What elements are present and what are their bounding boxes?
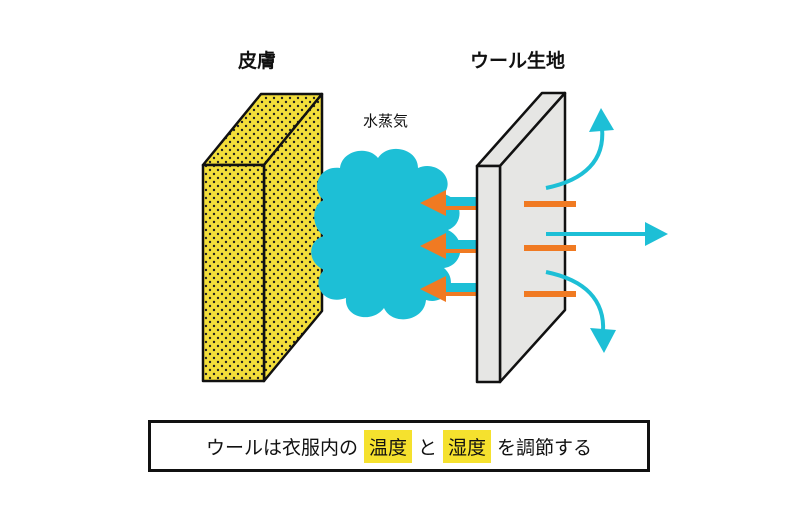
wool-panel-front: [475, 164, 502, 384]
outflow-arrows: [545, 108, 668, 353]
caption-text-3: を調節する: [497, 436, 593, 459]
skin-label: 皮膚: [238, 50, 277, 72]
caption-highlight-humidity: 湿度: [443, 429, 492, 463]
caption-highlight-temperature: 温度: [363, 429, 412, 463]
moisture-arrow: [420, 233, 478, 259]
caption-text-2: と: [417, 436, 437, 459]
caption-box: ウールは衣服内の 温度 と 湿度 を調節する: [148, 420, 650, 472]
water-vapor-label: 水蒸気: [363, 112, 409, 130]
heat-bar: [524, 201, 576, 207]
heat-bar: [524, 291, 576, 297]
moisture-arrows: [420, 190, 478, 302]
wool-fabric-label: ウール生地: [470, 50, 566, 72]
outflow-arrow-up: [545, 127, 605, 190]
skin-block: [201, 92, 324, 383]
heat-bars: [524, 201, 576, 297]
moisture-arrow: [420, 190, 478, 216]
heat-bar: [524, 245, 576, 251]
outflow-arrow-down: [545, 270, 606, 333]
skin-block-front: [201, 163, 266, 383]
caption-text-1: ウールは衣服内の: [205, 436, 358, 459]
moisture-arrow: [420, 276, 478, 302]
vapor-cloud: [311, 148, 461, 320]
wool-fabric-panel: [475, 91, 567, 384]
